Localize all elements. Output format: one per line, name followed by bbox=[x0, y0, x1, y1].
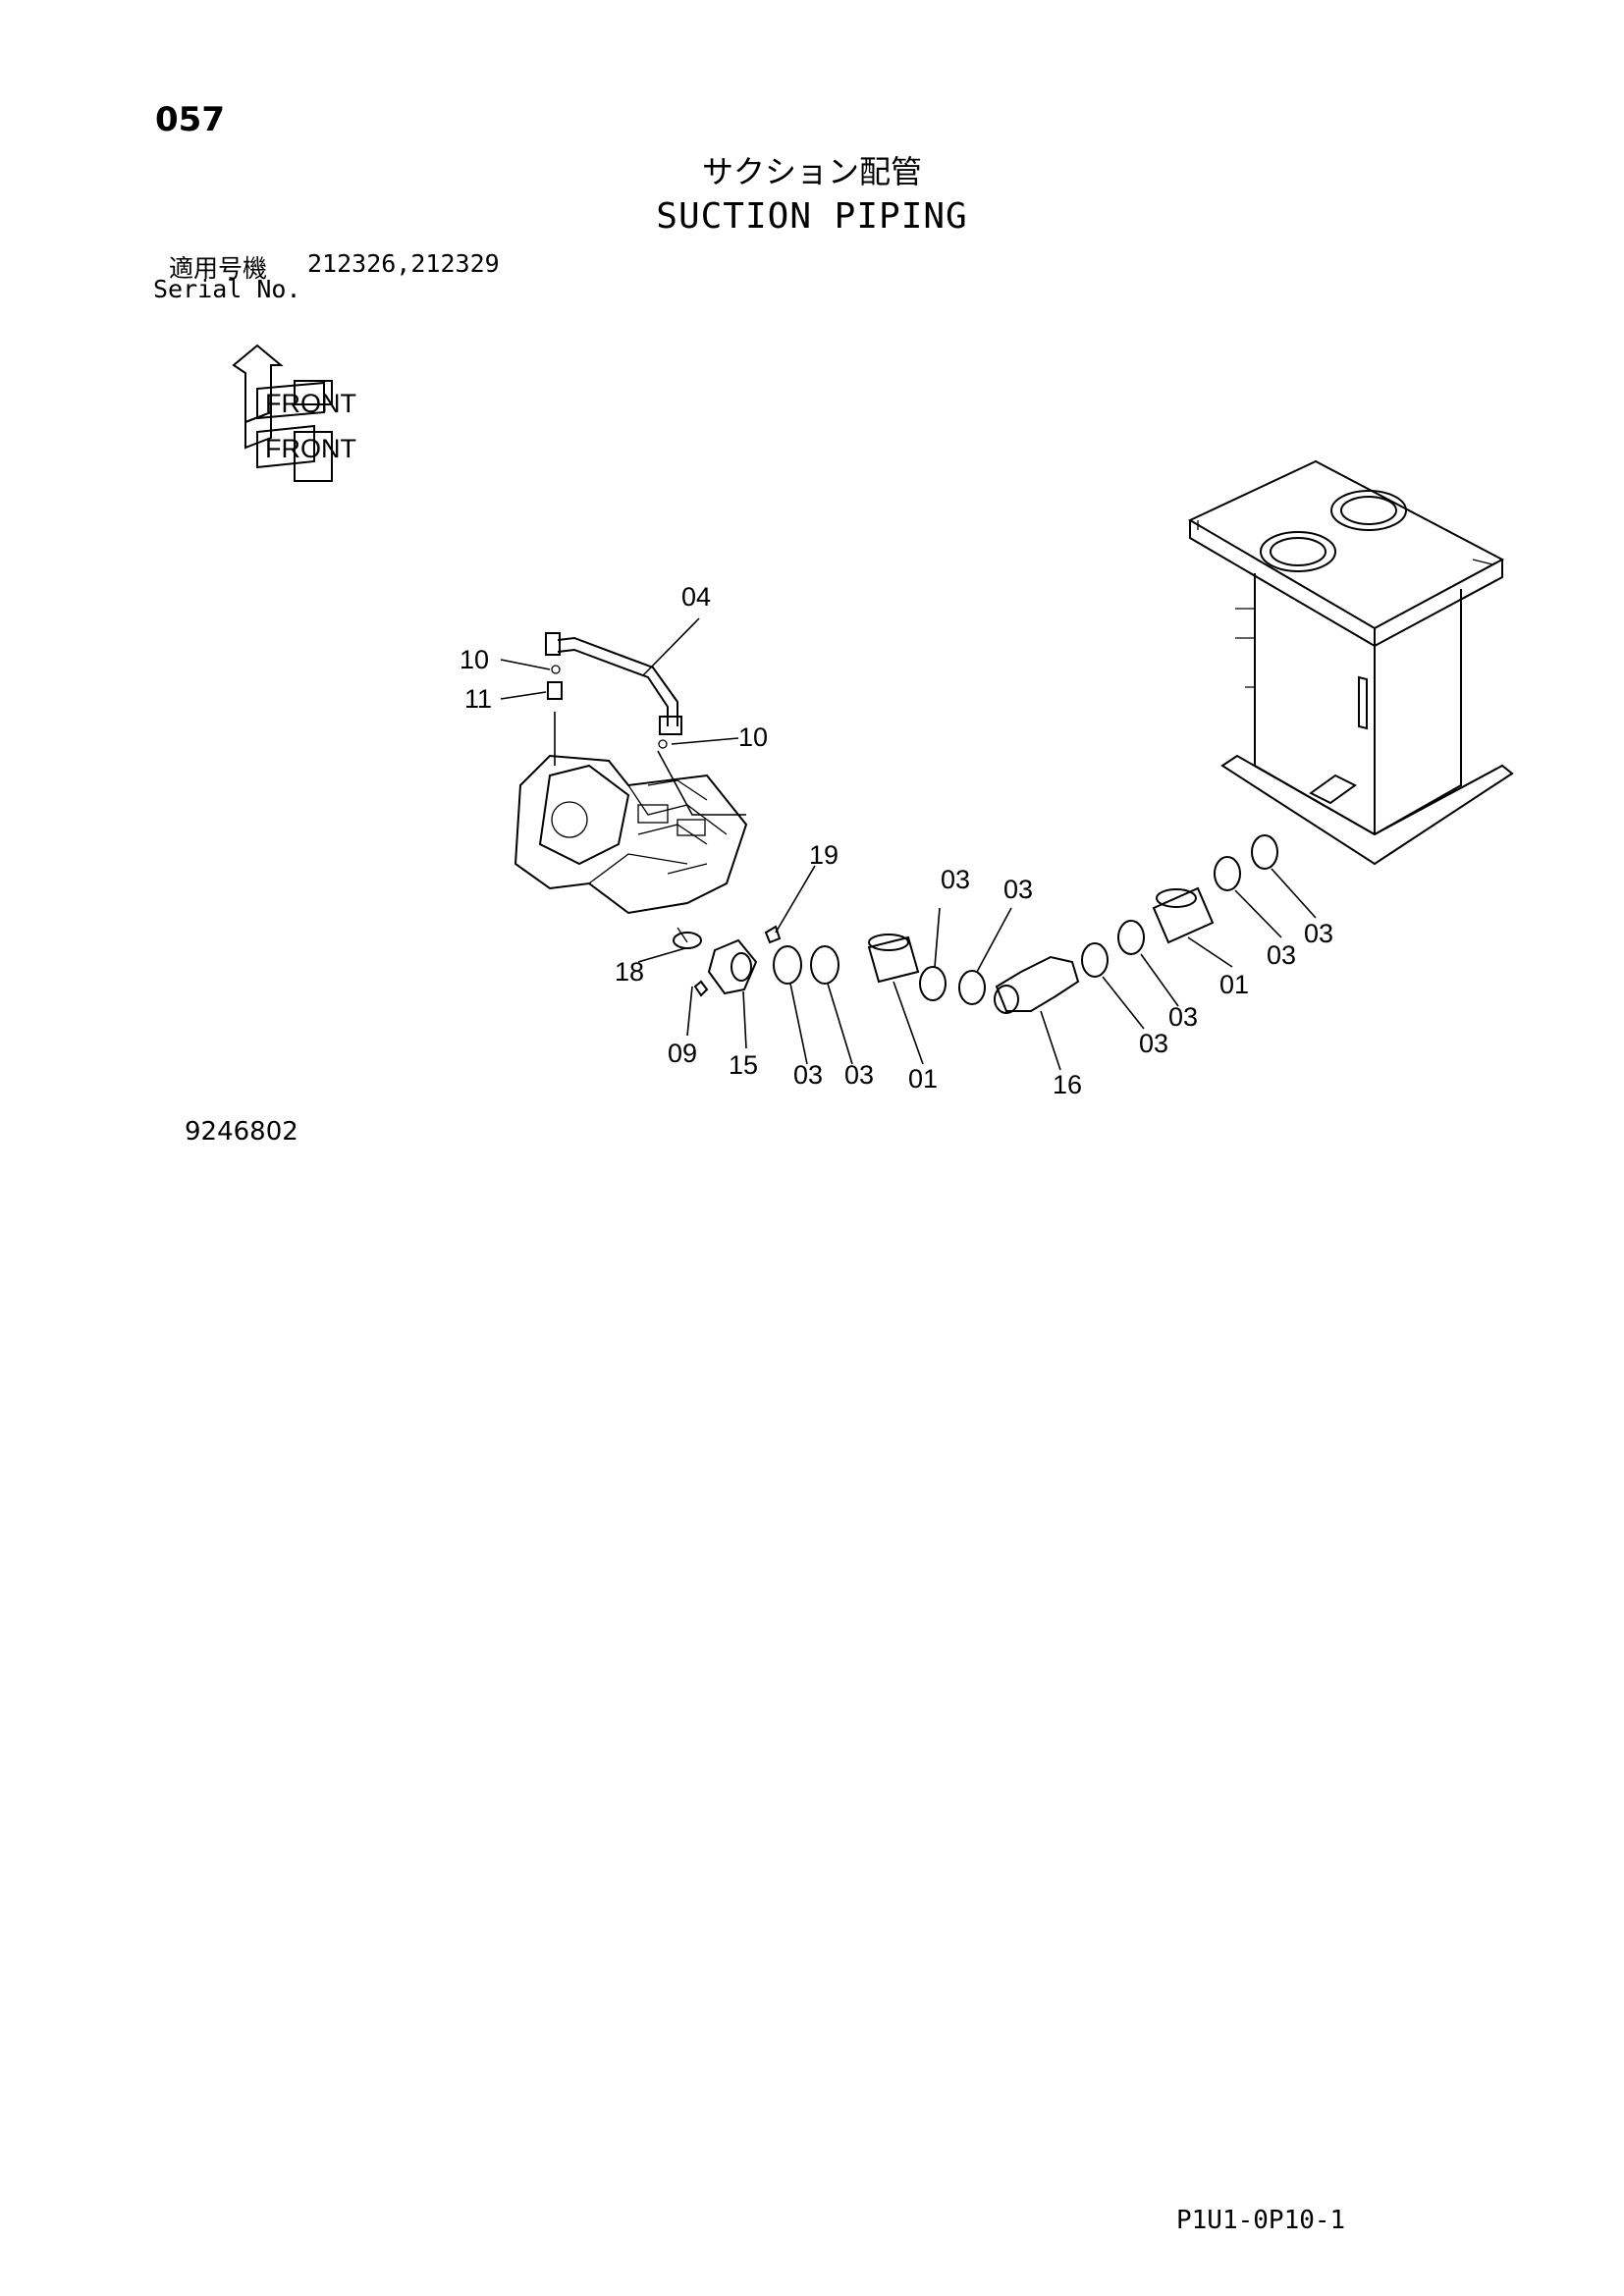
callout-03-a: 03 bbox=[941, 865, 970, 894]
drawing-number: 9246802 bbox=[185, 1117, 298, 1147]
orientation-icon-label: FRONT bbox=[265, 389, 356, 418]
callout-03-b: 03 bbox=[1003, 875, 1033, 904]
leader-lines bbox=[500, 617, 1317, 1071]
callout-10-top: 10 bbox=[460, 645, 489, 674]
callout-03-h: 03 bbox=[1304, 919, 1333, 948]
svg-text:FRONT: FRONT bbox=[265, 434, 356, 463]
page-number: 057 bbox=[155, 100, 225, 139]
front-orientation-icon: FRONT FRONT bbox=[232, 344, 356, 482]
serial-label-en: Serial No. bbox=[153, 275, 301, 303]
callout-10-right: 10 bbox=[738, 722, 768, 752]
callout-03-e: 03 bbox=[1139, 1029, 1168, 1058]
page-title-en: SUCTION PIPING bbox=[656, 196, 968, 237]
hydraulic-tank bbox=[1187, 459, 1514, 866]
callout-15: 15 bbox=[729, 1050, 758, 1080]
serial-label-jp: 適用号機 bbox=[169, 254, 268, 283]
hose-assembly bbox=[545, 632, 682, 749]
page-code: P1U1-0P10-1 bbox=[1176, 2206, 1346, 2235]
callout-04: 04 bbox=[681, 582, 711, 612]
callout-03-f: 03 bbox=[1168, 1002, 1198, 1032]
page-title-jp: サクション配管 bbox=[701, 153, 922, 190]
callout-01-b: 01 bbox=[1219, 970, 1249, 999]
callout-19: 19 bbox=[809, 840, 839, 870]
callout-03-c: 03 bbox=[793, 1060, 823, 1090]
hydraulic-pump-assembly bbox=[514, 754, 748, 915]
serial-values: 212326,212329 bbox=[307, 249, 500, 278]
callout-11: 11 bbox=[464, 684, 492, 714]
callout-09: 09 bbox=[668, 1039, 697, 1068]
callout-18: 18 bbox=[615, 957, 644, 987]
callout-03-d: 03 bbox=[844, 1060, 874, 1090]
callout-16: 16 bbox=[1053, 1070, 1082, 1099]
suction-piping bbox=[673, 834, 1278, 1014]
callout-labels: 04 10 11 10 19 03 03 18 09 15 03 03 01 1… bbox=[460, 582, 1333, 1099]
callout-03-g: 03 bbox=[1267, 940, 1296, 970]
callout-01-a: 01 bbox=[908, 1064, 938, 1094]
